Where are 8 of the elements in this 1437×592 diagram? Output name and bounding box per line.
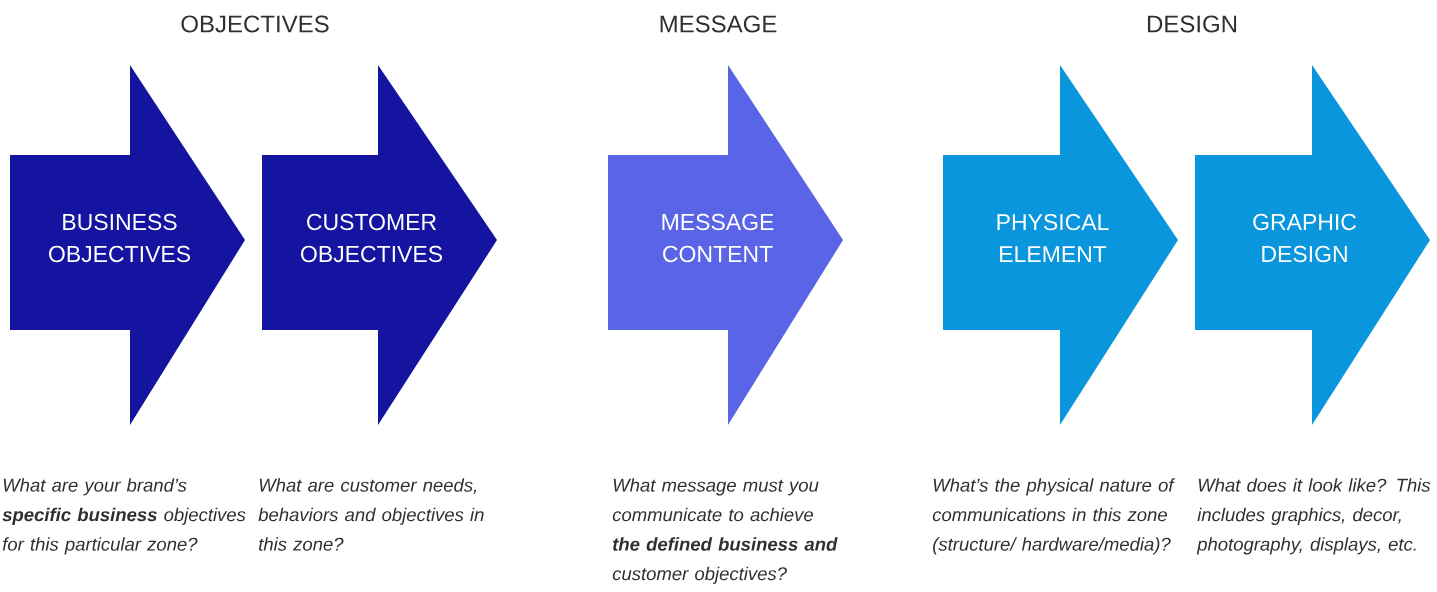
question-text: What message must you communicate to achieve the defined business and customer objectives? (612, 478, 838, 584)
question-text: What are customer needs, behaviors and objectives in this zone? (258, 478, 484, 551)
question-text: What does it look like? This includes graphics, decor, photography, displays, etc. (1196, 478, 1431, 555)
question-text: What are your brand’s specific business objectives for this particular zone? (2, 478, 246, 555)
section-heading: OBJECTIVES (181, 15, 329, 33)
section-heading: DESIGN (1148, 15, 1237, 33)
question-text: What’s the physical nature of communications in this zone (structure/ hardware/media)? (932, 478, 1176, 555)
section-heading: MESSAGE (660, 15, 777, 33)
